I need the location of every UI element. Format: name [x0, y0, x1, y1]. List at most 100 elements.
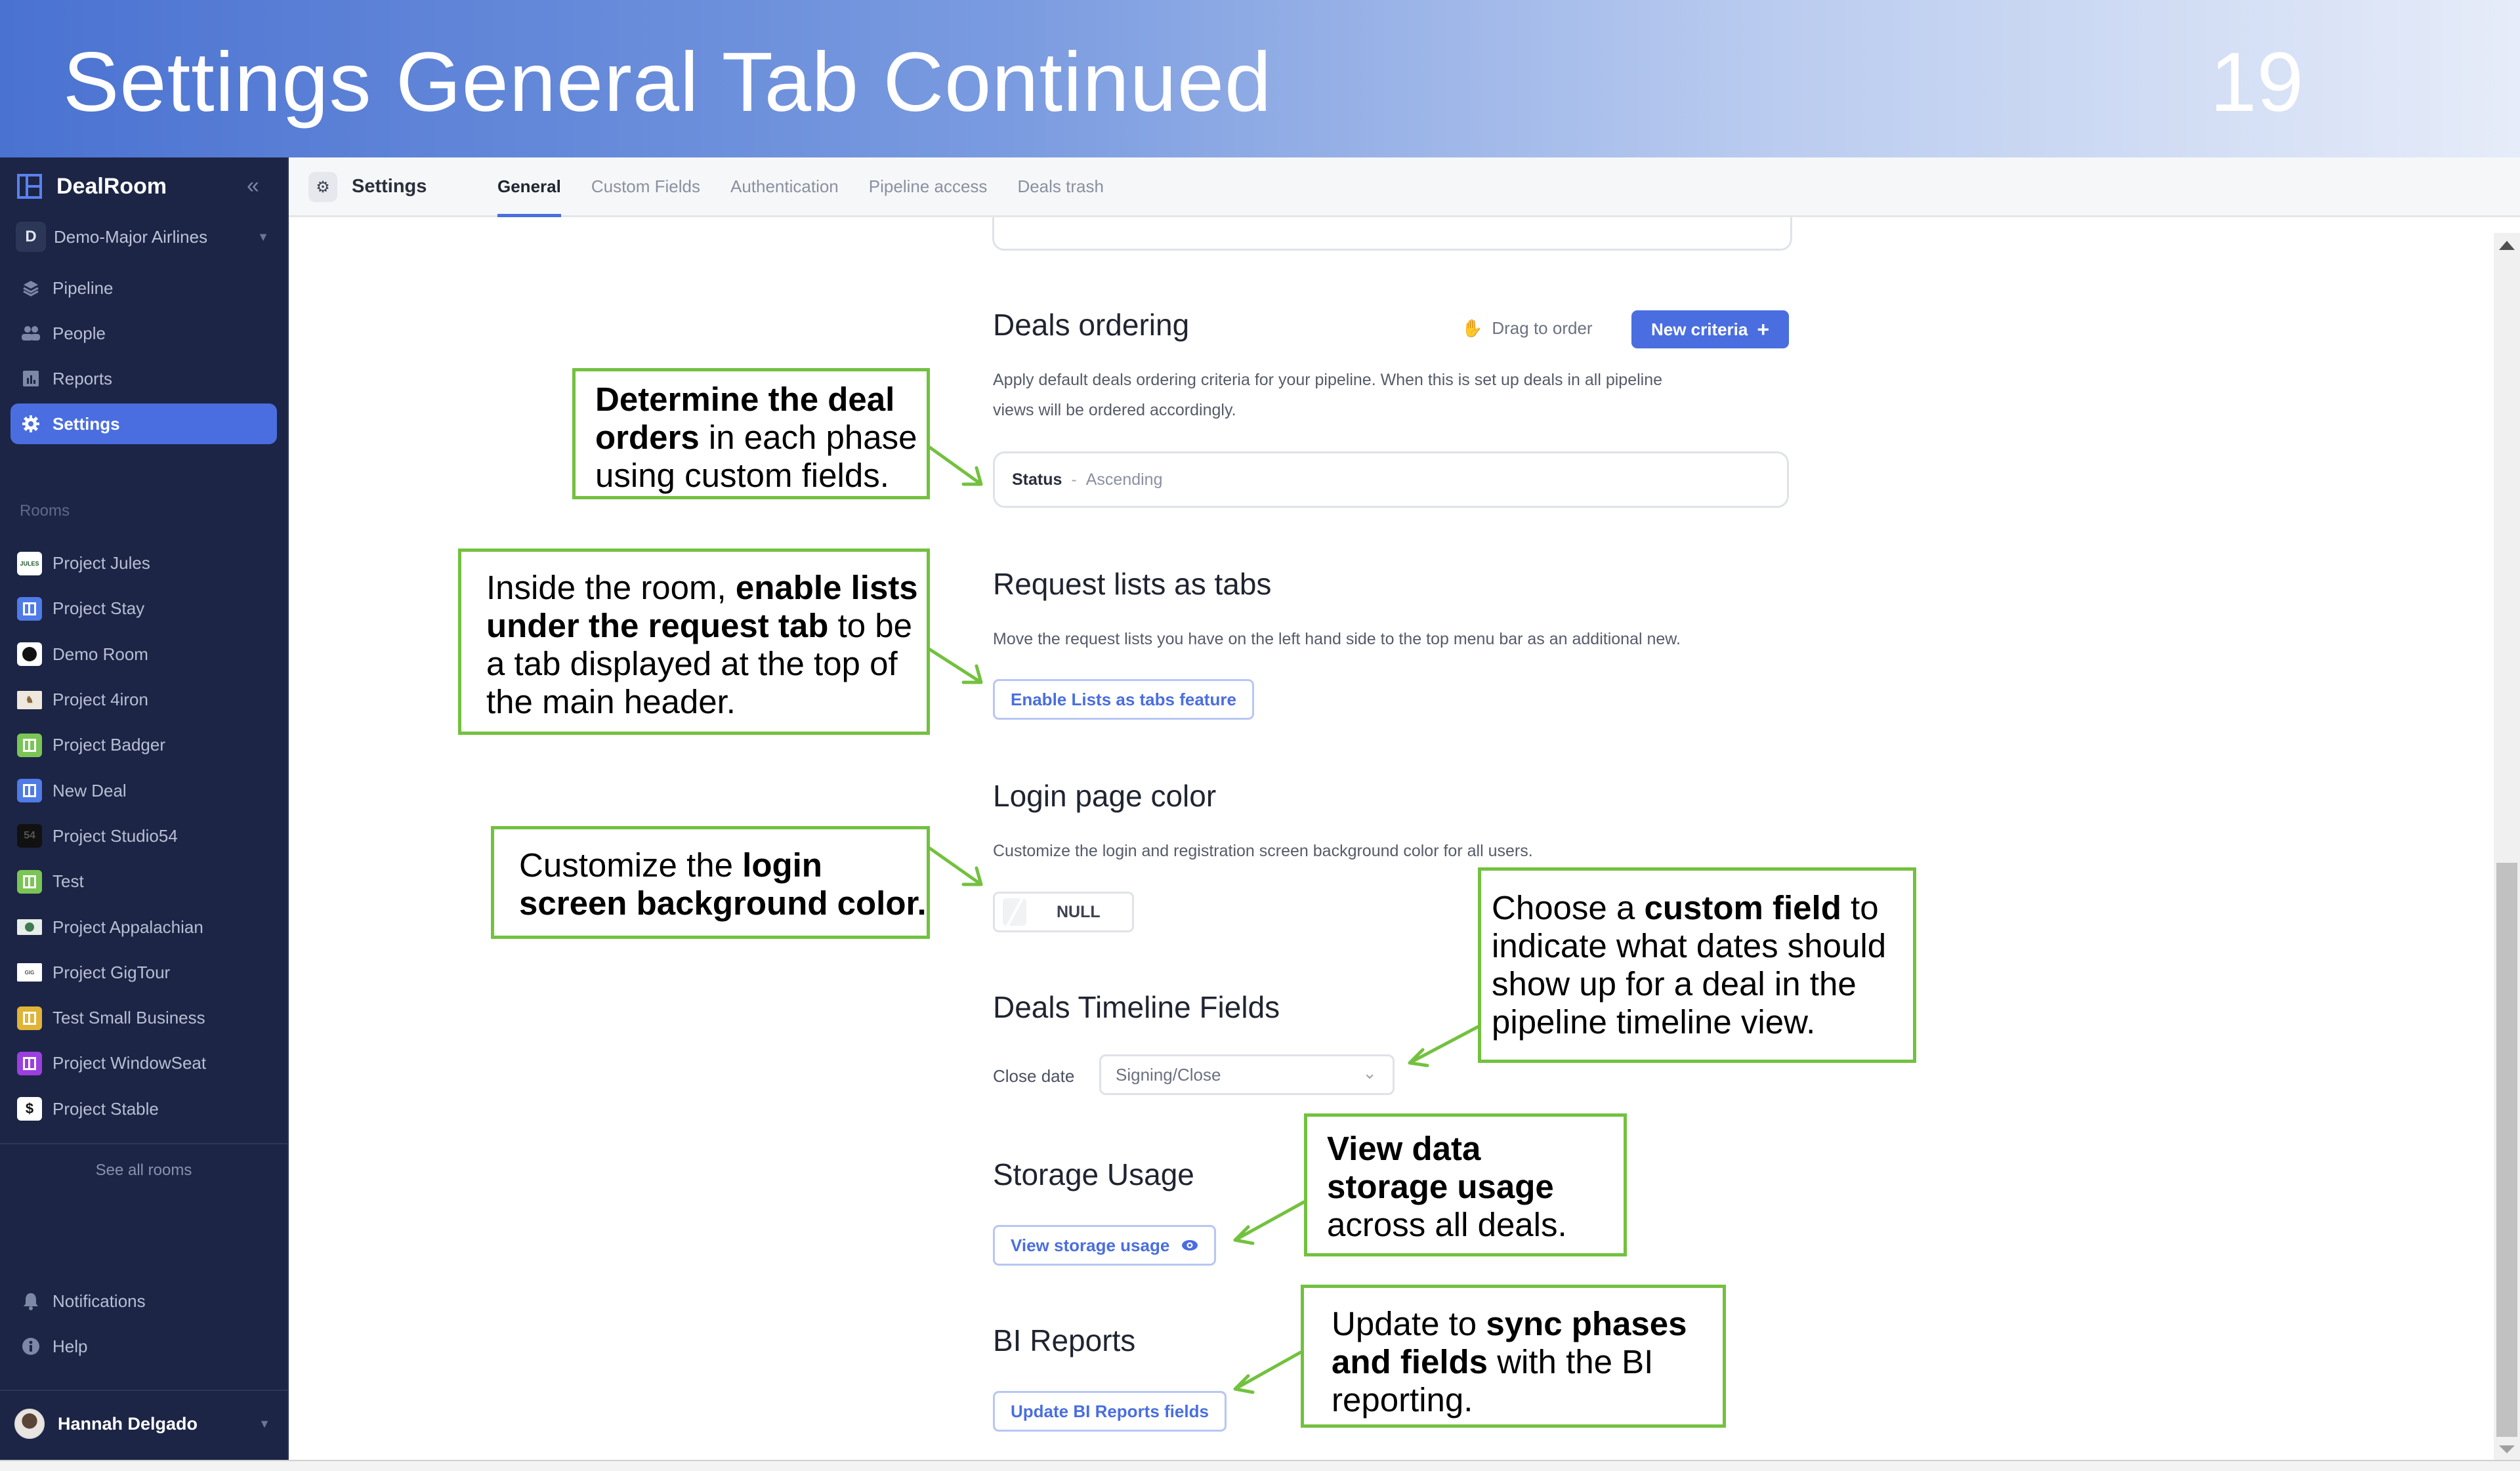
- room-name: Project Stable: [52, 1098, 159, 1119]
- main-nav: Pipeline People Reports Settings: [10, 268, 277, 449]
- org-badge: D: [16, 222, 46, 252]
- sidebar-item-settings[interactable]: Settings: [10, 404, 277, 444]
- bottom-nav: Notifications Help: [10, 1281, 277, 1371]
- room-logo-icon: GIG: [17, 963, 42, 982]
- callout-text: across all deals.: [1327, 1206, 1567, 1243]
- room-template-icon: [17, 733, 42, 757]
- room-name: Project GigTour: [52, 962, 171, 982]
- room-item[interactable]: Project WindowSeat: [17, 1041, 280, 1086]
- scroll-up-arrow-icon[interactable]: [2499, 241, 2515, 250]
- color-swatch-empty-icon: [1003, 898, 1026, 926]
- content-scrollbar[interactable]: [2494, 233, 2520, 1460]
- user-name: Hannah Delgado: [58, 1413, 198, 1434]
- room-template-icon: [17, 1006, 42, 1030]
- sidebar-item-notifications[interactable]: Notifications: [10, 1281, 277, 1321]
- new-criteria-label: New criteria: [1650, 319, 1748, 339]
- room-item[interactable]: Test: [17, 859, 280, 904]
- caret-down-icon: ▼: [259, 1417, 270, 1430]
- login-color-picker[interactable]: NULL: [993, 892, 1134, 932]
- request-lists-description: Move the request lists you have on the l…: [993, 630, 1681, 648]
- callout-bi-reports: Update to sync phases and fields with th…: [1301, 1285, 1726, 1428]
- avatar: [14, 1409, 45, 1439]
- callout-text: to be a tab displayed at the top of the …: [486, 607, 913, 720]
- room-item[interactable]: Project Badger: [17, 722, 280, 768]
- sidebar-item-label: Help: [52, 1336, 88, 1356]
- room-item[interactable]: Project Stay: [17, 586, 280, 631]
- sidebar-item-pipeline[interactable]: Pipeline: [10, 268, 277, 308]
- login-color-description: Customize the login and registration scr…: [993, 842, 1533, 860]
- enable-lists-as-tabs-button[interactable]: Enable Lists as tabs feature: [993, 679, 1254, 720]
- tab-pipeline-access[interactable]: Pipeline access: [868, 176, 988, 196]
- scroll-down-arrow-icon[interactable]: [2499, 1445, 2515, 1453]
- rooms-list: JULES Project Jules Project Stay Demo Ro…: [17, 541, 280, 1132]
- sidebar-item-label: Reports: [52, 368, 113, 388]
- room-item[interactable]: New Deal: [17, 768, 280, 813]
- room-logo-icon: 54: [17, 824, 42, 848]
- request-lists-title: Request lists as tabs: [993, 567, 1272, 601]
- room-name: New Deal: [52, 780, 127, 800]
- room-item[interactable]: GIG Project GigTour: [17, 950, 280, 995]
- room-template-icon: [17, 1051, 42, 1075]
- room-name: Project Jules: [52, 553, 150, 573]
- tab-authentication[interactable]: Authentication: [730, 176, 839, 196]
- caret-down-icon: ▼: [257, 230, 269, 243]
- sidebar-divider: [0, 1143, 287, 1144]
- room-name: Project Appalachian: [52, 917, 203, 937]
- color-value: NULL: [1057, 902, 1101, 921]
- room-template-icon: [17, 779, 42, 803]
- tab-deals-trash[interactable]: Deals trash: [1017, 176, 1104, 196]
- settings-topbar: ⚙ Settings General Custom Fields Authent…: [289, 157, 2520, 217]
- sidebar-item-label: Pipeline: [52, 278, 114, 298]
- bi-reports-title: BI Reports: [993, 1323, 1136, 1357]
- close-date-select[interactable]: Signing/Close ⌄: [1099, 1054, 1395, 1095]
- sidebar: DealRoom « D Demo-Major Airlines ▼ Pipel…: [0, 157, 289, 1460]
- user-menu[interactable]: Hannah Delgado ▼: [14, 1408, 270, 1440]
- room-logo-icon: [17, 919, 42, 936]
- sidebar-item-reports[interactable]: Reports: [10, 358, 277, 399]
- callout-bold-text: login screen background color.: [519, 846, 927, 922]
- callout-deals-ordering: Determine the deal orders in each phase …: [572, 368, 930, 499]
- room-item[interactable]: JULES Project Jules: [17, 541, 280, 586]
- sidebar-item-help[interactable]: Help: [10, 1326, 277, 1367]
- callout-storage: View data storage usage across all deals…: [1304, 1113, 1627, 1256]
- callout-request-lists: Inside the room, enable lists under the …: [458, 549, 930, 735]
- tab-custom-fields[interactable]: Custom Fields: [591, 176, 700, 196]
- scroll-thumb[interactable]: [2496, 863, 2517, 1437]
- see-all-rooms-link[interactable]: See all rooms: [95, 1161, 192, 1179]
- collapse-sidebar-icon[interactable]: «: [247, 173, 259, 198]
- room-item[interactable]: ♞ Project 4iron: [17, 677, 280, 722]
- room-name: Project Studio54: [52, 825, 178, 846]
- room-item[interactable]: Test Small Business: [17, 995, 280, 1041]
- brand-name: DealRoom: [56, 173, 167, 199]
- room-item[interactable]: $ Project Stable: [17, 1087, 280, 1132]
- room-item[interactable]: 54 Project Studio54: [17, 814, 280, 859]
- org-switcher[interactable]: D Demo-Major Airlines ▼: [16, 222, 269, 252]
- sidebar-item-people[interactable]: People: [10, 313, 277, 354]
- people-icon: [20, 325, 42, 341]
- previous-section-box: [992, 217, 1792, 251]
- ordering-criteria-row[interactable]: Status - Ascending: [993, 451, 1789, 508]
- callout-timeline: Choose a custom field to indicate what d…: [1478, 867, 1916, 1063]
- new-criteria-button[interactable]: New criteria +: [1631, 310, 1789, 348]
- close-date-label: Close date: [993, 1066, 1075, 1086]
- criteria-separator: -: [1071, 470, 1077, 489]
- callout-bold-text: View data storage usage: [1327, 1130, 1554, 1205]
- sidebar-item-label: Settings: [52, 413, 120, 434]
- rooms-section-label: Rooms: [20, 502, 70, 520]
- view-storage-usage-button[interactable]: View storage usage: [993, 1225, 1217, 1266]
- callout-text: Inside the room,: [486, 569, 736, 606]
- room-name: Demo Room: [52, 644, 148, 664]
- chevron-down-icon: ⌄: [1362, 1063, 1377, 1083]
- brand[interactable]: DealRoom: [17, 172, 167, 201]
- room-name: Project Badger: [52, 735, 165, 755]
- org-name: Demo-Major Airlines: [54, 226, 208, 247]
- tab-general[interactable]: General: [497, 157, 561, 217]
- gear-icon: [20, 415, 42, 433]
- callout-text: with the BI reporting.: [1332, 1343, 1654, 1419]
- bar-chart-icon: [20, 370, 42, 387]
- settings-tabs: General Custom Fields Authentication Pip…: [497, 157, 1134, 217]
- room-item[interactable]: Demo Room: [17, 632, 280, 677]
- update-bi-reports-button[interactable]: Update BI Reports fields: [993, 1391, 1227, 1432]
- room-item[interactable]: Project Appalachian: [17, 904, 280, 949]
- view-storage-label: View storage usage: [1011, 1235, 1170, 1255]
